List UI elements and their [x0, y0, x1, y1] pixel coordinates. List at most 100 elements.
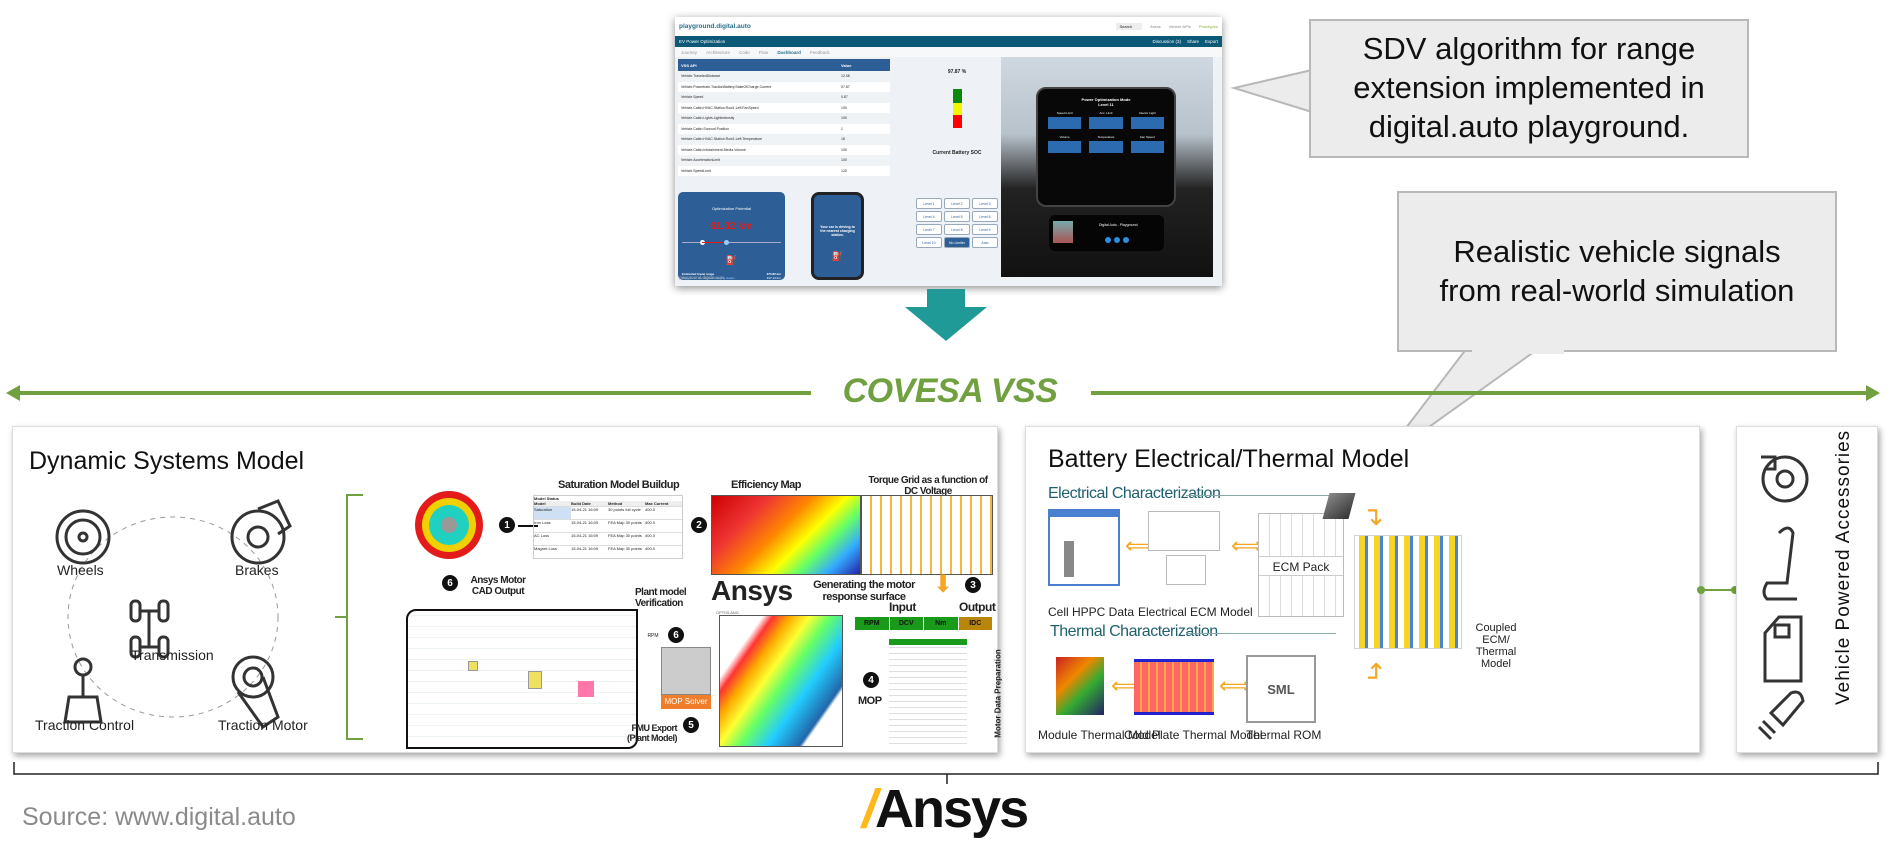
table-row: Vehicle.Powertrain.TractionBattery.State… — [678, 81, 890, 92]
ecm-pack-image: ECM Pack — [1258, 513, 1344, 617]
media-player: Digital Auto - Playground — [1049, 215, 1164, 251]
efficiency-map-plot — [711, 495, 861, 575]
motor-data-prep-label: Motor Data Preparation — [993, 649, 1003, 738]
vss-signal: Vehicle.TraveledDistance — [681, 74, 721, 79]
car-screen: Power Optimization Mode Level 11 Speed L… — [1036, 87, 1176, 207]
battery-panel: Battery Electrical/Thermal Model Electri… — [1025, 426, 1700, 753]
vss-signal: Vehicle.Powertrain.TractionBattery.State… — [681, 84, 772, 89]
nav-vehicle-apis[interactable]: Vehicle APIs — [1168, 24, 1191, 29]
next-button[interactable] — [1123, 237, 1129, 243]
level-button[interactable]: Level 7 — [916, 224, 942, 235]
torque-grid-plot — [861, 495, 993, 575]
vss-value: 100 — [841, 147, 847, 152]
station-value: 437.14 km — [766, 276, 781, 280]
tab-journey[interactable]: Journey — [681, 49, 698, 55]
bracket — [335, 494, 363, 740]
dynamic-systems-panel: Dynamic Systems Model Wheels Brakes Tran… — [12, 426, 1003, 753]
covesa-bus-arrow — [6, 385, 1880, 401]
gear-shift-icon — [63, 657, 103, 724]
panel-title: Dynamic Systems Model — [29, 447, 305, 475]
tab-dashboard[interactable]: Dashboard — [777, 49, 801, 55]
simulation-model-canvas — [406, 609, 638, 749]
level-button[interactable]: No Limiter — [944, 237, 970, 248]
step-5: 5 — [683, 717, 699, 733]
play-button[interactable] — [1114, 237, 1120, 243]
mop-label: MOP — [858, 695, 882, 707]
tab-code[interactable]: Code — [739, 49, 750, 55]
label-traction-control: Traction Control — [35, 717, 135, 733]
panel-title: Battery Electrical/Thermal Model — [1048, 445, 1410, 473]
io-column: RPM — [855, 617, 890, 630]
sat-cell: 15-04-21 16:09 — [571, 533, 599, 538]
sat-cell: Saturation — [534, 507, 571, 519]
level-button[interactable]: Level 1 — [916, 198, 942, 209]
level-button[interactable]: Auto — [972, 237, 998, 248]
screen-tile[interactable]: Fan Speed — [1130, 135, 1164, 153]
io-rpm: RPM — [647, 633, 659, 639]
turbo-fan-icon — [1761, 455, 1809, 503]
level-button[interactable]: Level 2 — [944, 198, 970, 209]
seat-icon — [1762, 526, 1797, 601]
ecm-pack-label: ECM Pack — [1259, 556, 1343, 576]
screen-tile[interactable]: Volume — [1048, 135, 1082, 153]
discussion-button[interactable]: Discussion (3) — [1152, 39, 1181, 44]
level-button[interactable]: Level 6 — [972, 211, 998, 222]
vss-signal: Vehicle.Cabin.Lights.LightIntensity — [681, 116, 735, 121]
plant-verification-label: Plant model Verification — [635, 587, 687, 609]
screen-tile[interactable]: Interior Light — [1130, 111, 1164, 129]
label-module-thermal: Module Thermal Model — [1038, 728, 1161, 742]
prev-button[interactable] — [1105, 237, 1111, 243]
range-slider[interactable] — [682, 240, 781, 245]
mop-solver-image — [661, 647, 711, 695]
electrical-characterization: Electrical Characterization — [1048, 485, 1221, 502]
phone-text: Your car is driving to the nearest charg… — [820, 225, 855, 237]
optimization-value: 61.32 km — [710, 221, 753, 232]
station-label: Distance to the nearest charging station — [682, 276, 735, 280]
vss-value: 97.87 — [841, 84, 850, 89]
screen-tile[interactable]: Speed Limit — [1048, 111, 1082, 129]
sat-cell: Iron Loss — [534, 520, 551, 525]
screen-tile[interactable]: Acc. Limit — [1089, 111, 1123, 129]
export-button[interactable]: Export — [1204, 39, 1218, 44]
sat-cell: 400.0 — [645, 507, 656, 512]
ecm-circuit-image — [1148, 511, 1220, 551]
motor-data-table — [889, 639, 967, 749]
tab-architecture[interactable]: Architecture — [706, 49, 731, 55]
tab-flow[interactable]: Flow — [758, 49, 769, 55]
level-button[interactable]: Level 9 — [972, 224, 998, 235]
vss-value: 100 — [841, 105, 847, 110]
nav-prototypes[interactable]: Prototypes — [1198, 24, 1218, 29]
vss-signal: Vehicle.Cabin.HVAC.Station.Row1.Left.Fan… — [681, 105, 759, 110]
tab-feedback[interactable]: Feedback — [809, 49, 830, 55]
share-button[interactable]: Share — [1186, 39, 1199, 44]
callout-signals-text: Realistic vehicle signals from real-worl… — [1439, 233, 1795, 308]
level-button[interactable]: Level 10 — [916, 237, 942, 248]
wheel-icon — [55, 509, 111, 565]
turn-arrow-icon: ↴ — [1362, 501, 1384, 531]
transmission-icon — [129, 599, 170, 659]
label-traction-motor: Traction Motor — [218, 717, 308, 733]
tile-label: Speed Limit — [1056, 111, 1073, 115]
level-button[interactable]: Level 8 — [944, 224, 970, 235]
optimization-title: Optimization Potential — [712, 206, 751, 211]
nav-areas[interactable]: Areas — [1150, 24, 1161, 29]
col-vss-api: VSS API — [681, 62, 697, 68]
level-button[interactable]: Level 5 — [944, 211, 970, 222]
col-value: Value — [841, 62, 852, 68]
table-row: Vehicle.Cabin.HVAC.Station.Row1.Left.Fan… — [678, 102, 890, 113]
thermal-characterization: Thermal Characterization — [1050, 623, 1218, 640]
level-button[interactable]: Level 4 — [916, 211, 942, 222]
search-input[interactable]: Search — [1116, 23, 1143, 30]
phone-mockup: Your car is driving to the nearest charg… — [811, 192, 864, 280]
sat-cell: 15-04-21 16:09 — [571, 546, 599, 551]
level-button[interactable]: Level 3 — [972, 198, 998, 209]
step-3: 3 — [965, 577, 981, 593]
screen-tile[interactable]: Temperature — [1089, 135, 1123, 153]
motorcad-output-label: Ansys Motor CAD Output — [470, 575, 526, 597]
vss-signal: Vehicle.Cabin.Infotainment.Media.Volume — [681, 147, 746, 152]
